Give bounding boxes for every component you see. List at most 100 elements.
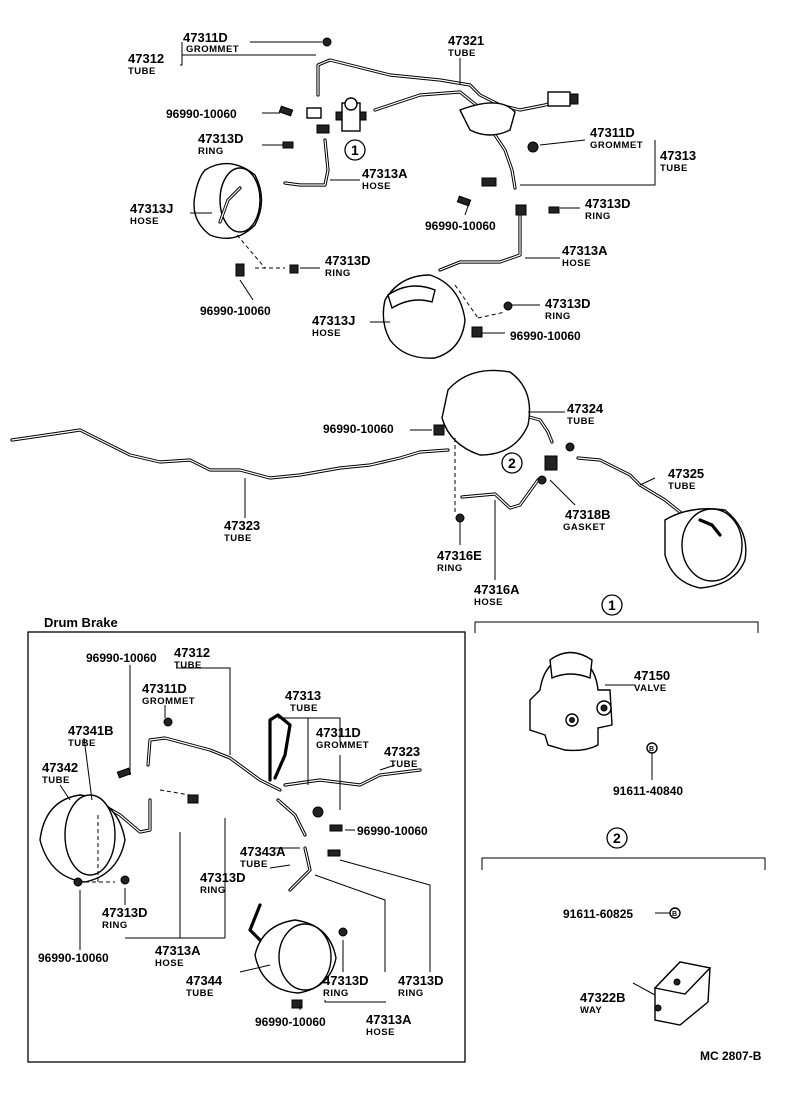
label-96990-e: 96990-10060 bbox=[323, 422, 394, 436]
label-grommet-top: GROMMET bbox=[186, 44, 239, 55]
label-47313j-b: 47313J bbox=[312, 313, 355, 328]
label-ring-h: RING bbox=[398, 988, 424, 999]
way-block-detail: B bbox=[653, 907, 712, 1026]
label-47313-a: 47313 bbox=[660, 148, 696, 163]
label-47313d-e: 47313D bbox=[200, 870, 246, 885]
label-hose-b: HOSE bbox=[562, 258, 591, 269]
drum-small-parts bbox=[73, 717, 348, 1009]
proportioning-valve-upper bbox=[335, 97, 367, 132]
label-47313a-c: 47313A bbox=[155, 943, 201, 958]
label-ring-e: RING bbox=[437, 563, 463, 574]
label-tube-47343a: TUBE bbox=[240, 859, 268, 870]
label-47313a-a: 47313A bbox=[362, 166, 408, 181]
label-hose-d: HOSE bbox=[366, 1027, 395, 1038]
callout-2-section bbox=[606, 827, 628, 849]
label-hose-a: HOSE bbox=[362, 181, 391, 192]
label-47313a-d: 47313A bbox=[366, 1012, 412, 1027]
label-tube-47324: TUBE bbox=[567, 416, 595, 427]
label-tube-top: TUBE bbox=[128, 66, 156, 77]
label-ring-e2: RING bbox=[200, 885, 226, 896]
label-tube-47312-b: TUBE bbox=[174, 660, 202, 671]
label-91611-60825: 91611-60825 bbox=[563, 907, 633, 921]
label-way: WAY bbox=[580, 1005, 602, 1016]
drum-brake-tubes bbox=[106, 713, 422, 967]
svg-text:B: B bbox=[672, 911, 677, 918]
label-hose-j-b: HOSE bbox=[312, 328, 341, 339]
drum-brake-assemblies bbox=[39, 789, 337, 994]
callout-1-upper-text: 1 bbox=[351, 142, 359, 158]
diagram-code: MC 2807-B bbox=[700, 1049, 762, 1063]
drum-brake-title: Drum Brake bbox=[44, 615, 118, 630]
label-47311d-b: 47311D bbox=[590, 125, 635, 140]
label-tube-47325: TUBE bbox=[668, 481, 696, 492]
label-91611-40840: 91611-40840 bbox=[613, 784, 683, 798]
rear-small-parts bbox=[433, 424, 575, 523]
label-47313a-b: 47313A bbox=[562, 243, 608, 258]
label-tube-47321: TUBE bbox=[448, 48, 476, 59]
label-hose-e: HOSE bbox=[474, 597, 503, 608]
label-47343a: 47343A bbox=[240, 844, 286, 859]
label-96990-b: 96990-10060 bbox=[200, 304, 271, 318]
callout-2-section-text: 2 bbox=[613, 830, 621, 846]
label-47313d-d: 47313D bbox=[545, 296, 591, 311]
callout-2-middle-text: 2 bbox=[508, 455, 516, 471]
label-96990-h: 96990-10060 bbox=[38, 951, 109, 965]
label-47323-a: 47323 bbox=[224, 518, 260, 533]
callout-1-upper bbox=[344, 139, 366, 161]
callout-markers: 1 2 1 2 bbox=[344, 139, 628, 849]
master-cylinder-fitting bbox=[459, 91, 579, 136]
label-tube-47313-a: TUBE bbox=[660, 163, 688, 174]
label-96990-a: 96990-10060 bbox=[166, 107, 237, 121]
label-47325: 47325 bbox=[668, 466, 704, 481]
callout-2-middle bbox=[501, 452, 523, 474]
callout-1-section bbox=[601, 594, 623, 616]
label-47311d-c: 47311D bbox=[142, 681, 187, 696]
rear-axle-brake-drums bbox=[441, 369, 747, 589]
label-47150: 47150 bbox=[634, 668, 670, 683]
label-47313d-g: 47313D bbox=[323, 973, 369, 988]
label-tube-47323-a: TUBE bbox=[224, 533, 252, 544]
label-47311d-top: 47311D bbox=[183, 30, 228, 45]
label-ring-f: RING bbox=[102, 920, 128, 931]
label-ring-d: RING bbox=[545, 311, 571, 322]
proportioning-valve-detail: B bbox=[529, 651, 658, 780]
label-96990-d: 96990-10060 bbox=[510, 329, 581, 343]
label-tube-47341b: TUBE bbox=[68, 738, 96, 749]
label-ring-g: RING bbox=[323, 988, 349, 999]
label-96990-c: 96990-10060 bbox=[425, 219, 496, 233]
label-47313d-h: 47313D bbox=[398, 973, 444, 988]
label-ring-a: RING bbox=[198, 146, 224, 157]
label-96990-g: 96990-10060 bbox=[357, 824, 428, 838]
label-47312-b: 47312 bbox=[174, 645, 210, 660]
label-ring-b: RING bbox=[325, 268, 351, 279]
label-grommet-d: GROMMET bbox=[316, 740, 369, 751]
label-47323-b: 47323 bbox=[384, 744, 420, 759]
label-tube-47323-b: TUBE bbox=[390, 759, 418, 770]
label-47322b: 47322B bbox=[580, 990, 626, 1005]
label-47324: 47324 bbox=[567, 401, 604, 416]
label-47321: 47321 bbox=[448, 33, 484, 48]
label-grommet-c: GROMMET bbox=[142, 696, 195, 707]
leader-lines bbox=[59, 41, 656, 1010]
label-47341b: 47341B bbox=[68, 723, 114, 738]
label-tube-47313-b: TUBE bbox=[290, 703, 318, 714]
label-valve: VALVE bbox=[634, 683, 667, 694]
label-hose-j-a: HOSE bbox=[130, 216, 159, 227]
label-47313-b: 47313 bbox=[285, 688, 321, 703]
label-47313j-a: 47313J bbox=[130, 201, 173, 216]
label-47342: 47342 bbox=[42, 760, 78, 775]
labels: 47311D GROMMET 47312 TUBE 47321 TUBE 969… bbox=[38, 30, 762, 1063]
svg-text:B: B bbox=[649, 746, 654, 753]
label-47316e: 47316E bbox=[437, 548, 482, 563]
label-47344: 47344 bbox=[186, 973, 223, 988]
label-47313d-b: 47313D bbox=[325, 253, 371, 268]
label-tube-47342: TUBE bbox=[42, 775, 70, 786]
small-parts-upper bbox=[235, 37, 560, 338]
label-47316a: 47316A bbox=[474, 582, 520, 597]
front-right-brake-assembly bbox=[382, 274, 506, 359]
label-47318b: 47318B bbox=[565, 507, 611, 522]
label-47313d-f: 47313D bbox=[102, 905, 148, 920]
label-grommet-b: GROMMET bbox=[590, 140, 643, 151]
